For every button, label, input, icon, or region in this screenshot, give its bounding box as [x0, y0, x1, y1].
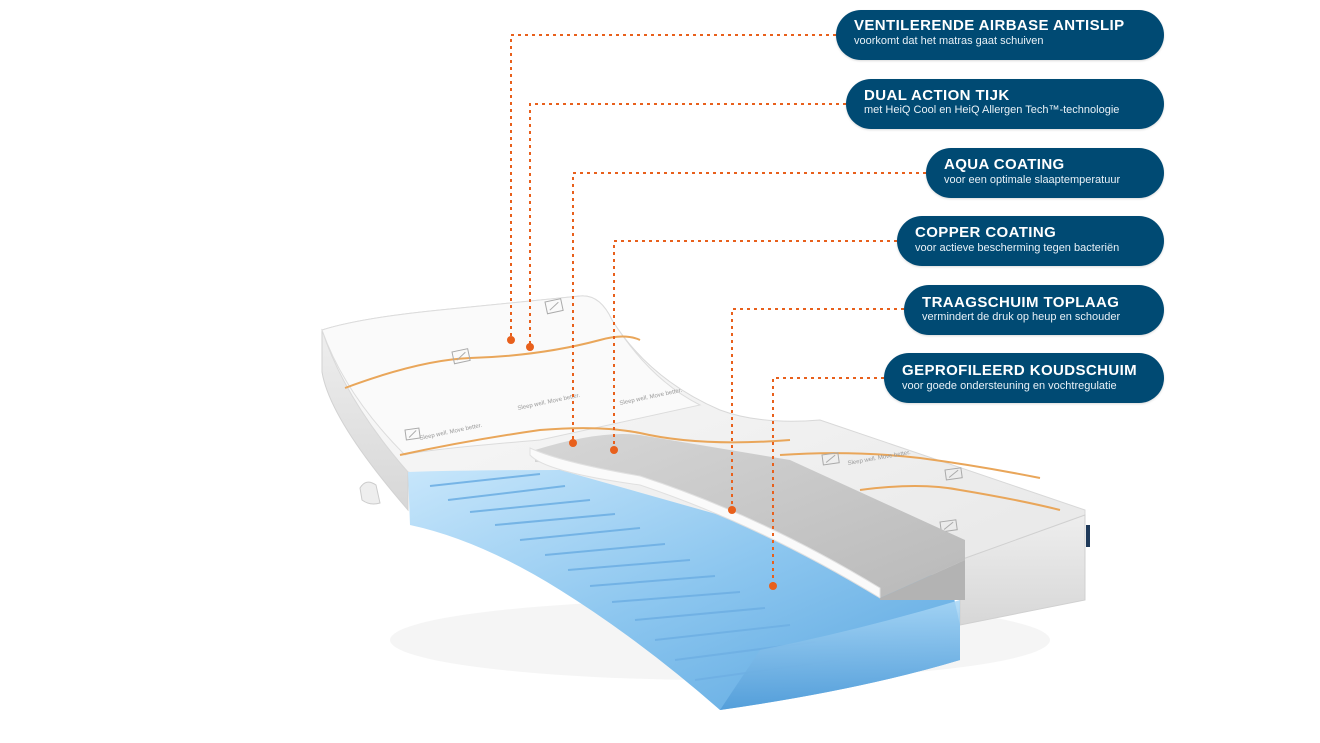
cover-head-top	[321, 295, 702, 456]
stitch-line-2	[399, 427, 791, 456]
leader-dot-1	[507, 336, 515, 344]
stitch-line-3	[859, 485, 1061, 511]
cover-logo-3	[404, 427, 421, 441]
callout-subtitle: met HeiQ Cool en HeiQ Allergen Tech™-tec…	[864, 104, 1120, 116]
foam-front-face	[720, 600, 960, 710]
callout-title: TRAAGSCHUIM TOPLAAG	[922, 294, 1120, 311]
callout-title: AQUA COATING	[944, 156, 1065, 173]
callout-traagschuim-toplaag: TRAAGSCHUIM TOPLAAG vermindert de druk o…	[904, 285, 1164, 335]
callout-title: COPPER COATING	[915, 224, 1057, 241]
leader-line-2	[529, 103, 846, 347]
leader-dot-6	[769, 582, 777, 590]
cover-logo-1	[451, 348, 471, 365]
leader-dot-3	[569, 439, 577, 447]
cover-logo-2	[544, 298, 564, 315]
memory-foam-top	[535, 434, 965, 598]
callout-title: GEPROFILEERD KOUDSCHUIM	[902, 362, 1138, 379]
stitch-line-4	[779, 452, 1041, 479]
side-tag	[1086, 525, 1090, 547]
callout-subtitle: voor goede ondersteuning en vochtregulat…	[902, 380, 1117, 392]
callout-airbase-antislip: VENTILERENDE AIRBASE ANTISLIP voorkomt d…	[836, 10, 1164, 60]
cover-logo-4	[944, 467, 963, 481]
leader-lines	[510, 34, 926, 586]
memory-foam-side	[880, 560, 965, 600]
leader-line-5	[731, 308, 904, 510]
foam-ribs	[429, 473, 841, 681]
callout-geprofileerd-koudschuim: GEPROFILEERD KOUDSCHUIM voor goede onder…	[884, 353, 1164, 403]
callout-subtitle: voor een optimale slaaptemperatuur	[944, 174, 1121, 186]
cover-logo-6	[821, 452, 840, 466]
stitch-line-1	[344, 335, 641, 389]
callout-subtitle: vermindert de druk op heup en schouder	[922, 311, 1121, 323]
callout-copper-coating: COPPER COATING voor actieve bescherming …	[897, 216, 1164, 266]
leader-line-1	[510, 34, 836, 340]
leader-dots	[507, 336, 777, 590]
leader-line-3	[572, 172, 926, 443]
callout-dual-action-tijk: DUAL ACTION TIJK met HeiQ Cool en HeiQ A…	[846, 79, 1164, 129]
coating-band	[529, 447, 881, 599]
callout-title: VENTILERENDE AIRBASE ANTISLIP	[854, 17, 1125, 34]
callout-title: DUAL ACTION TIJK	[864, 87, 1010, 104]
leader-dot-4	[610, 446, 618, 454]
leader-line-6	[772, 377, 884, 586]
leader-dot-2	[526, 343, 534, 351]
handle-strap	[359, 481, 381, 505]
leader-dot-5	[728, 506, 736, 514]
cover-logo-5	[939, 519, 958, 533]
callout-subtitle: voorkomt dat het matras gaat schuiven	[854, 35, 1044, 47]
callout-subtitle: voor actieve bescherming tegen bacteriën	[915, 242, 1120, 254]
callout-aqua-coating: AQUA COATING voor een optimale slaaptemp…	[926, 148, 1164, 198]
leader-line-4	[613, 240, 897, 450]
